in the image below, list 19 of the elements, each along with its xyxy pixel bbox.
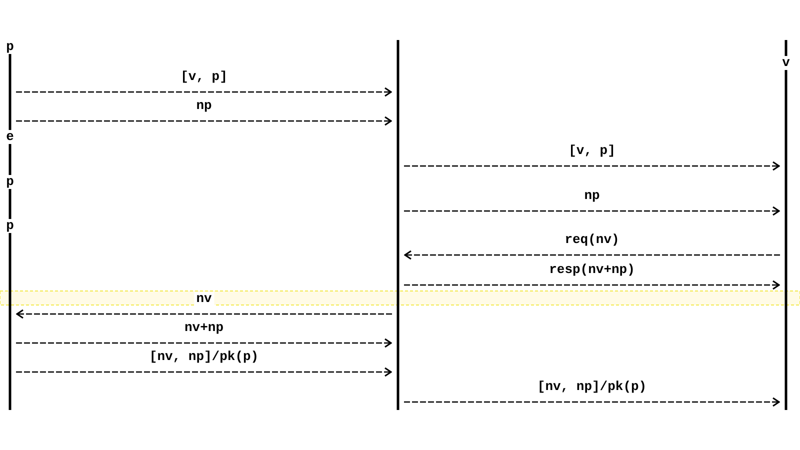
message-label: np [582, 189, 602, 203]
message-arrow [404, 397, 780, 407]
message-arrow [404, 250, 780, 260]
lifeline-label: v [780, 56, 792, 70]
message-label: np [194, 99, 214, 113]
message-arrow [16, 87, 392, 97]
message-arrow [404, 206, 780, 216]
lifeline-label: p [4, 175, 16, 189]
message-label: nv [194, 292, 214, 306]
lifeline-label: p [4, 40, 16, 54]
lifeline-label: e [4, 130, 16, 144]
message-arrow [404, 280, 780, 290]
message-label: nv+np [182, 321, 226, 335]
message-arrow [16, 309, 392, 319]
message-arrow [16, 338, 392, 348]
message-arrow [404, 161, 780, 171]
message-arrow [16, 116, 392, 126]
lifeline-label: p [4, 219, 16, 233]
message-arrow [16, 367, 392, 377]
